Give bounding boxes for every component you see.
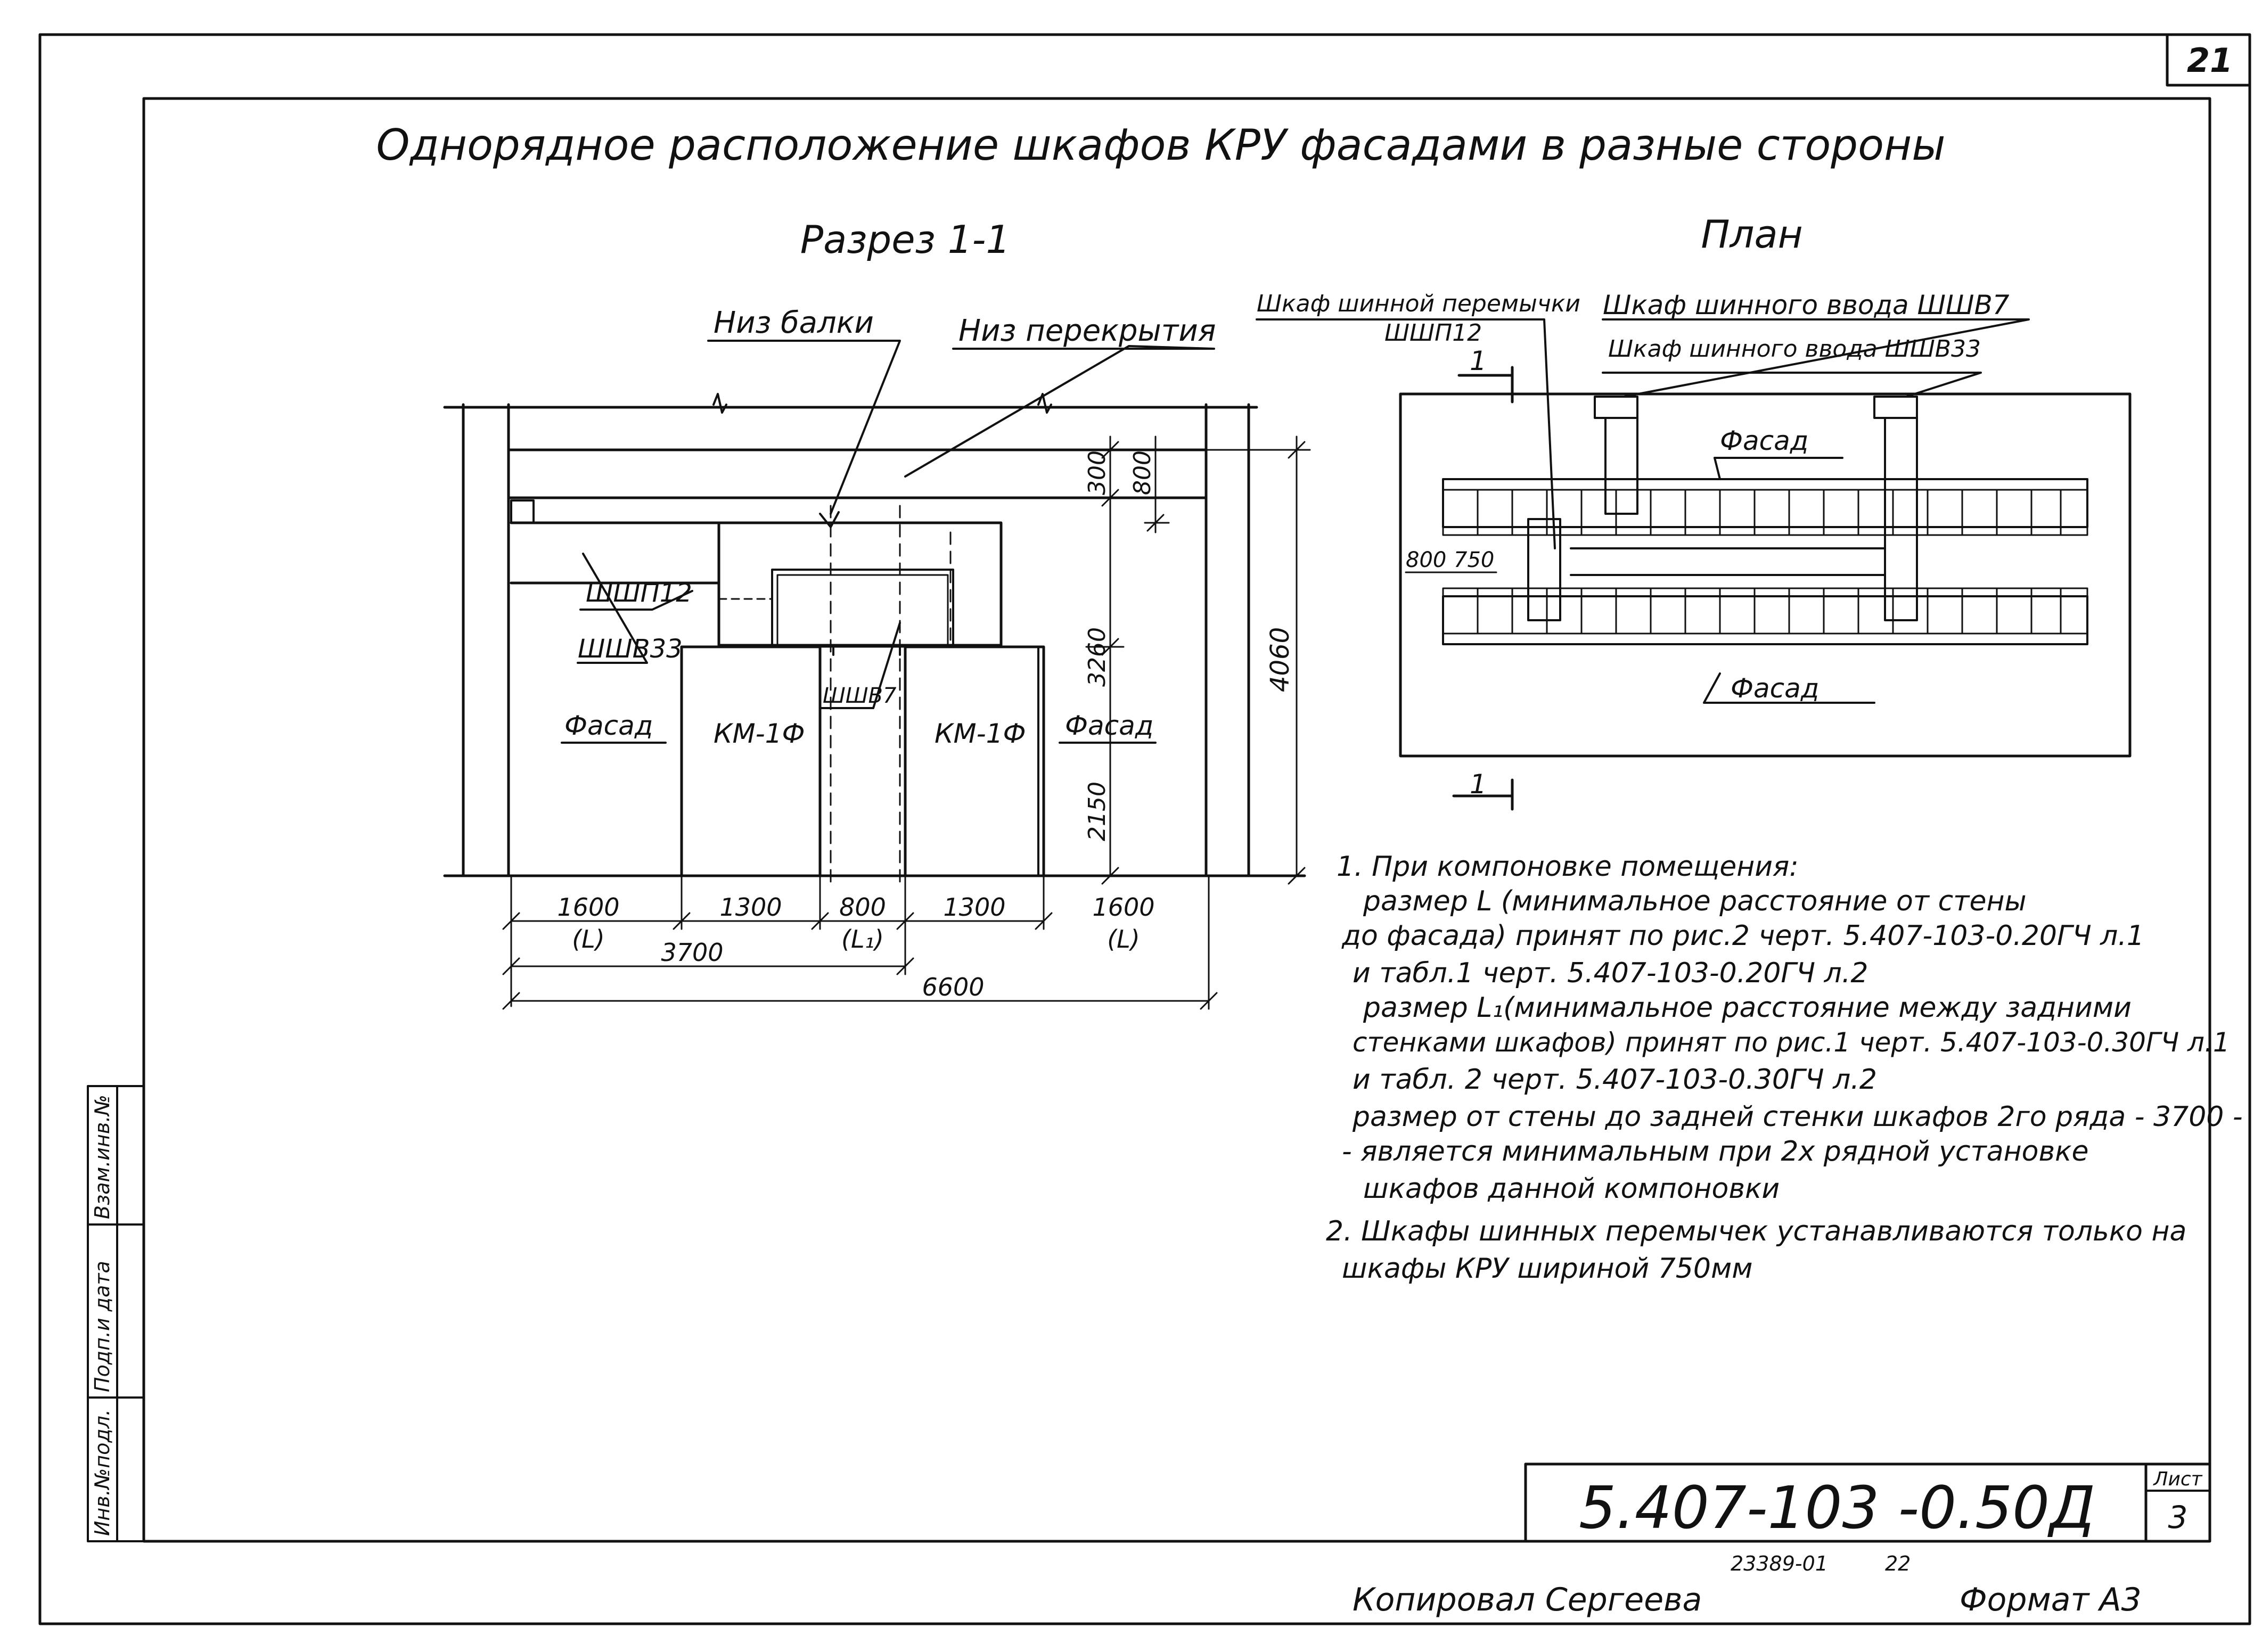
- label-facade-left: Фасад: [564, 710, 653, 741]
- label-cabinet-left: КМ-1Ф: [714, 718, 805, 749]
- title-block: 5.407-103 -0.50Д Лист 3: [1524, 1462, 2211, 1543]
- reg-number: 23389-01: [1731, 1552, 1828, 1575]
- plan-dim-750: 750: [1454, 548, 1494, 572]
- note-line-9: - является минимальным при 2х рядной уст…: [1342, 1136, 2089, 1168]
- note-line-3: до фасада) принят по рис.2 черт. 5.407-1…: [1341, 920, 2144, 952]
- reg-page: 22: [1885, 1552, 1911, 1575]
- plan-label-input-2: Шкаф шинного ввода ШШВ33: [1608, 335, 1981, 363]
- plan-cut-mark-bottom: 1: [1470, 769, 1487, 800]
- note-line-12: шкафы КРУ шириной 750мм: [1342, 1253, 1752, 1285]
- dim-3260: 3260: [1084, 627, 1111, 687]
- plan-room: [1399, 392, 2132, 758]
- section-title: Разрез 1-1: [800, 217, 1011, 262]
- dim-L1: (L₁): [841, 925, 884, 954]
- plan-drawing: 800 750 Шкаф шинной перемычки ШШП12 Шкаф…: [1256, 290, 2132, 811]
- section-drawing: Низ балки Низ перекрытия ШШП12 ШШВ33 ШШВ…: [443, 306, 1306, 885]
- sheet-number: 3: [2168, 1499, 2188, 1535]
- note-line-7: и табл. 2 черт. 5.407-103-0.30ГЧ л.2: [1353, 1064, 1877, 1096]
- plan-label-facade-bottom: Фасад: [1731, 673, 1819, 704]
- plan-title: План: [1701, 212, 1802, 257]
- plan-cut-mark-top: 1: [1470, 346, 1487, 376]
- note-line-1: 1. При компоновке помещения:: [1337, 851, 1799, 883]
- dim-800-vertical: 800: [1129, 450, 1156, 495]
- note-line-4: и табл.1 черт. 5.407-103-0.20ГЧ л.2: [1353, 957, 1868, 989]
- dim-1600-left: 1600: [557, 893, 619, 922]
- label-shv7: ШШВ7: [823, 684, 897, 708]
- dim-6600: 6600: [922, 973, 984, 1001]
- note-line-11: 2. Шкафы шинных перемычек устанавливаютс…: [1326, 1215, 2186, 1247]
- label-shp12: ШШП12: [586, 578, 692, 608]
- plan-cabinet-dividers: [1477, 489, 2062, 635]
- side-label-sign: Подп.и дата: [91, 1261, 114, 1392]
- label-facade-right: Фасад: [1065, 710, 1153, 741]
- dim-1300-right: 1300: [943, 893, 1005, 922]
- dim-800: 800: [839, 893, 886, 922]
- copied-by: Копировал Сергеева: [1353, 1581, 1702, 1618]
- section-vertical-dims: 300 800 3260 2150 4060: [1084, 435, 1311, 885]
- corner-number-box: [2166, 33, 2251, 87]
- note-line-10: шкафов данной компоновки: [1363, 1173, 1780, 1205]
- side-label-replace: Взам.инв.№: [91, 1095, 114, 1219]
- dim-300: 300: [1084, 450, 1111, 495]
- plan-label-jumper-1: Шкаф шинной перемычки: [1257, 290, 1580, 317]
- note-line-6: стенками шкафов) принят по рис.1 черт. 5…: [1353, 1027, 2230, 1058]
- plan-label-jumper-2: ШШП12: [1384, 319, 1482, 347]
- outer-frame: [38, 33, 2251, 1625]
- notes: 1. При компоновке помещения: размер L (м…: [1326, 851, 2243, 1285]
- label-ceiling-bottom: Низ перекрытия: [958, 314, 1216, 348]
- dim-1600-right: 1600: [1092, 893, 1154, 922]
- side-label-inv: Инв.№подл.: [91, 1409, 114, 1536]
- plan-label-input-1: Шкаф шинного ввода ШШВ7: [1603, 290, 2010, 320]
- plan-dim-800: 800: [1406, 548, 1446, 572]
- label-shv33: ШШВ33: [578, 634, 683, 664]
- corner-number: 21: [2187, 41, 2233, 80]
- plan-label-facade-top: Фасад: [1720, 425, 1808, 456]
- dim-3700: 3700: [661, 938, 723, 967]
- sheet-label: Лист: [2152, 1468, 2202, 1490]
- format-label: Формат А3: [1960, 1581, 2142, 1618]
- label-cabinet-right: КМ-1Ф: [935, 718, 1026, 749]
- dim-4060: 4060: [1265, 627, 1295, 692]
- note-line-5: размер L₁(минимальное расстояние между з…: [1363, 992, 2132, 1024]
- side-stamp: Инв.№подл. Подп.и дата Взам.инв.№: [87, 1085, 145, 1542]
- inner-frame: [142, 97, 2211, 1543]
- note-line-2: размер L (минимальное расстояние от стен…: [1363, 885, 2027, 917]
- sheet-title: Однорядное расположение шкафов КРУ фасад…: [376, 120, 1946, 170]
- dim-L-right: (L): [1107, 925, 1140, 954]
- dim-1300-left: 1300: [719, 893, 782, 922]
- label-beam-bottom: Низ балки: [714, 306, 874, 340]
- note-line-8: размер от стены до задней стенки шкафов …: [1352, 1101, 2243, 1133]
- doc-code: 5.407-103 -0.50Д: [1579, 1474, 2095, 1542]
- section-horizontal-dims: 1600 (L) 1300 800 (L₁) 1300 1600 (L) 370…: [502, 875, 1218, 1010]
- dim-L-left: (L): [572, 925, 605, 954]
- dim-2150: 2150: [1084, 782, 1111, 841]
